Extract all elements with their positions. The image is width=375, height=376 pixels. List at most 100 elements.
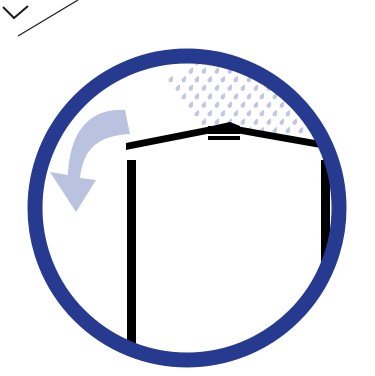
rain-drop [285, 41, 292, 49]
rain-drop [292, 117, 299, 125]
rain-drop [292, 49, 299, 57]
rain-drop [181, 92, 188, 100]
rain-drop [253, 100, 260, 108]
rain-drop [207, 41, 214, 49]
rain-drop [324, 58, 331, 66]
rain-drop [324, 41, 331, 49]
rain-drop [363, 75, 370, 83]
rain-drop [311, 24, 318, 32]
rain-drop [194, 75, 201, 83]
rain-drop [279, 117, 286, 125]
rain-drop [370, 83, 375, 91]
rain-drop [350, 126, 357, 134]
rain-drop [305, 32, 312, 40]
rain-drop [331, 49, 338, 57]
rain-drop [207, 75, 214, 83]
rain-drop [220, 92, 227, 100]
rain-drop [253, 32, 260, 40]
rain-drop [285, 58, 292, 66]
rain-drop [324, 24, 331, 32]
rain-drop [305, 66, 312, 74]
rain-drop [337, 92, 344, 100]
building-roof-icon [126, 122, 332, 360]
rain-drop [240, 32, 247, 40]
rain-drop [259, 109, 266, 117]
rain-drop [285, 24, 292, 32]
rain-drop [305, 83, 312, 91]
rain-drop [194, 109, 201, 117]
rain-drop [357, 49, 364, 57]
rain-drop [344, 83, 351, 91]
rain-drop [285, 126, 292, 134]
rain-drop [350, 58, 357, 66]
rain-drop [201, 83, 208, 91]
rain-drop [357, 100, 364, 108]
rain-drop [363, 109, 370, 117]
rain-drop [240, 83, 247, 91]
rain-drop [266, 100, 273, 108]
rain-drop [350, 41, 357, 49]
rain-drop [233, 24, 240, 32]
rain-drop [350, 75, 357, 83]
rain-drop [318, 83, 325, 91]
rain-drop [246, 41, 253, 49]
rain-drop [324, 92, 331, 100]
rain-drop [337, 75, 344, 83]
rain-drop [350, 109, 357, 117]
rain-drop [337, 109, 344, 117]
rain-drop [227, 32, 234, 40]
rain-drop [298, 41, 305, 49]
rain-drop [181, 75, 188, 83]
rain-drop [370, 117, 375, 125]
rain-drop [350, 92, 357, 100]
rain-drop [233, 92, 240, 100]
corner-mark [3, 0, 78, 36]
rain-drop [357, 66, 364, 74]
rain-drop [311, 92, 318, 100]
rain-drop [324, 109, 331, 117]
rain-drop [246, 92, 253, 100]
rain-drop [220, 41, 227, 49]
rain-drop [311, 41, 318, 49]
rain-drop [298, 126, 305, 134]
rain-drop [240, 100, 247, 108]
rain-drop [344, 49, 351, 57]
rain-drop [298, 58, 305, 66]
rain-drop [220, 109, 227, 117]
rain-drop [233, 75, 240, 83]
rain-drop [337, 126, 344, 134]
rain-drop [266, 49, 273, 57]
rain-drop [214, 83, 221, 91]
rain-drop [357, 117, 364, 125]
rain-drop [253, 83, 260, 91]
rain-drop [357, 83, 364, 91]
rain-drop [201, 66, 208, 74]
rain-drop [214, 100, 221, 108]
rain-drop [279, 32, 286, 40]
rain-drop [324, 75, 331, 83]
rain-drop [201, 117, 208, 125]
rain-drop [240, 117, 247, 125]
rain-drop [370, 100, 375, 108]
rain-drop [259, 24, 266, 32]
rain-drop [175, 83, 182, 91]
rain-drop [292, 32, 299, 40]
rain-drop [220, 24, 227, 32]
rain-drop [318, 32, 325, 40]
rain-drop [331, 117, 338, 125]
rain-drop [214, 66, 221, 74]
rain-drop [233, 109, 240, 117]
rain-drop [188, 66, 195, 74]
rain-drop [363, 126, 370, 134]
rain-drop [298, 75, 305, 83]
rain-drop [188, 100, 195, 108]
rain-drop [370, 66, 375, 74]
rain-drop [363, 92, 370, 100]
rain-drop [331, 66, 338, 74]
rain-drop [272, 41, 279, 49]
rain-drop [253, 117, 260, 125]
rain-drop [188, 83, 195, 91]
rain-drop [194, 92, 201, 100]
rain-drop [344, 66, 351, 74]
